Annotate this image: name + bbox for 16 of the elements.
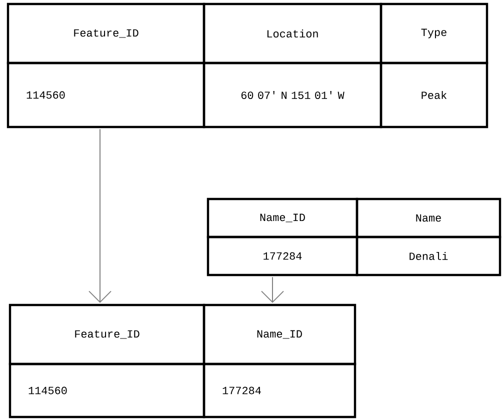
table-header-cell: Feature_ID [6, 2, 206, 64]
arrow [261, 276, 284, 303]
table-cell: Peak [380, 62, 488, 128]
table-header-cell: Location [202, 2, 382, 64]
table-header-cell: Feature_ID [8, 304, 206, 366]
table-header-cell: Name_ID [206, 198, 358, 238]
arrow [88, 128, 112, 303]
table-cell: 177284 [206, 236, 358, 276]
table-header-cell: Type [380, 2, 488, 64]
table-cell: 114560 [8, 362, 206, 418]
table-header-cell: Name [356, 198, 502, 238]
table-header-cell: Name_ID [202, 304, 356, 366]
table-cell: Denali [356, 236, 502, 276]
table-cell: 60 07' N 151 01' W [202, 62, 382, 128]
table-cell: 114560 [6, 62, 206, 128]
table-cell: 177284 [202, 362, 356, 418]
